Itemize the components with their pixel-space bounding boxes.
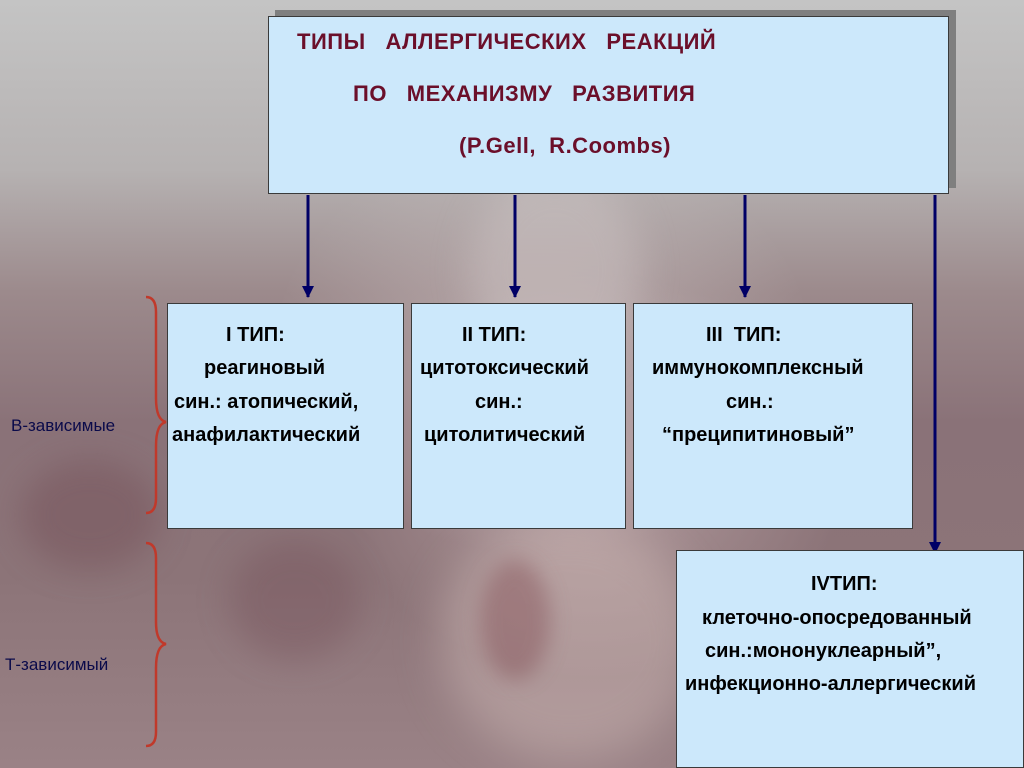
brace-t-dependent — [145, 541, 167, 748]
type-2-line-2: син.: — [475, 391, 523, 413]
type-1-line-3: анафилактический — [172, 424, 361, 446]
title-line-3: (P.Gell, R.Coombs) — [459, 133, 672, 158]
arrowhead-type-2 — [509, 286, 521, 298]
type-4-line-3: инфекционно-аллергический — [685, 673, 977, 695]
type-3-line-2: син.: — [726, 391, 774, 413]
background-blur — [480, 560, 550, 680]
type-4-box: IVТИП: клеточно-опосредованный син.:моно… — [676, 550, 1024, 768]
background-blur — [20, 460, 160, 570]
arrowhead-type-1 — [302, 286, 314, 298]
type-2-line-1: цитотоксический — [420, 357, 589, 379]
title-line-2: ПО МЕХАНИЗМУ РАЗВИТИЯ — [353, 81, 696, 106]
brace-b-dependent — [145, 295, 167, 515]
type-1-line-2: син.: атопический, — [174, 391, 359, 413]
type-3-heading: III ТИП: — [706, 324, 782, 346]
label-t-dependent: Т-зависимый — [5, 655, 109, 674]
type-3-line-3: “преципитиновый” — [662, 424, 855, 446]
title-line-1: ТИПЫ АЛЛЕРГИЧЕСКИХ РЕАКЦИЙ — [297, 29, 717, 54]
type-2-box: II ТИП: цитотоксический син.: цитолитиче… — [411, 303, 626, 529]
type-3-line-1: иммунокомплексный — [652, 357, 864, 379]
type-4-line-2: син.:мононуклеарный”, — [705, 640, 942, 662]
type-1-line-1: реагиновый — [204, 357, 326, 379]
background-blur — [230, 540, 360, 660]
arrowhead-type-3 — [739, 286, 751, 298]
label-b-dependent: B-зависимые — [11, 416, 116, 435]
type-4-heading: IVТИП: — [811, 573, 878, 595]
background-blur — [440, 520, 700, 760]
type-3-box: III ТИП: иммунокомплексный син.: “прецип… — [633, 303, 913, 529]
type-2-heading: II ТИП: — [462, 324, 527, 346]
type-4-line-1: клеточно-опосредованный — [702, 607, 972, 629]
type-1-heading: I ТИП: — [226, 324, 285, 346]
title-box: ТИПЫ АЛЛЕРГИЧЕСКИХ РЕАКЦИЙ ПО МЕХАНИЗМУ … — [268, 16, 949, 194]
type-1-box: I ТИП: реагиновый син.: атопический, ана… — [167, 303, 404, 529]
type-2-line-3: цитолитический — [424, 424, 586, 446]
